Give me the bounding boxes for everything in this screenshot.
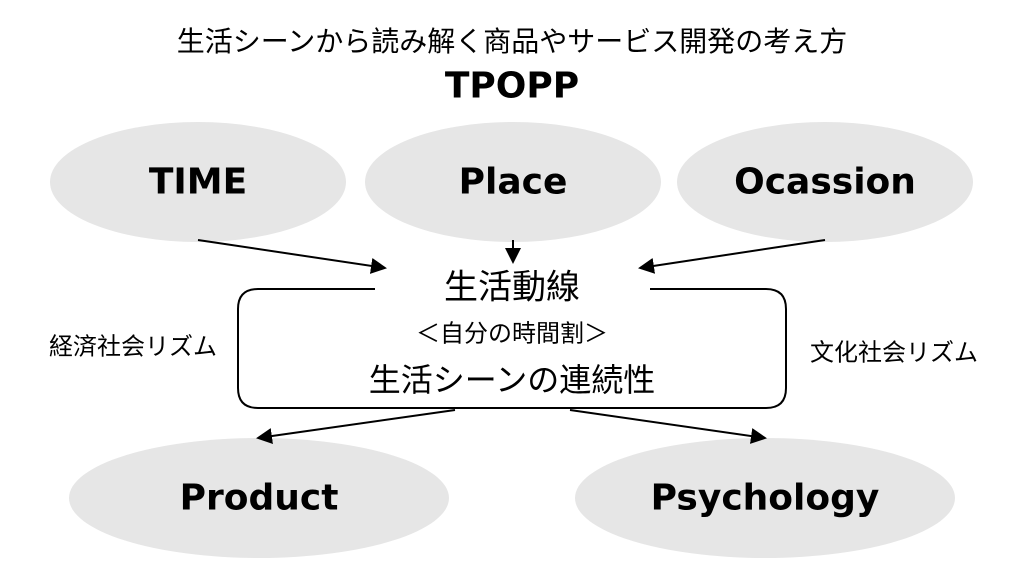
center-heading: 生活動線 [444,267,580,308]
center-frame [237,288,787,409]
arrow-psychology [569,409,767,444]
place-ellipse [365,122,661,242]
arrow-time [197,239,387,274]
product-ellipse [69,438,449,558]
psychology-ellipse [575,438,955,558]
arrow-product [256,409,456,444]
node-time: TIME [148,161,248,203]
node-place: Place [458,161,568,203]
node-occasion: Ocassion [734,161,916,203]
center-main: 生活シーンの連続性 [368,361,656,399]
occasion-ellipse [677,122,973,242]
node-psychology: Psychology [650,477,880,519]
arrow-occasion [638,239,826,274]
time-ellipse [50,122,346,242]
diagram-title: 生活シーンから読み解く商品やサービス開発の考え方 [176,25,848,58]
center-sub: ＜自分の時間割＞ [416,319,608,348]
node-product: Product [179,477,339,519]
left-label: 経済社会リズム [49,332,217,361]
right-label: 文化社会リズム [810,338,978,367]
diagram-subtitle: TPOPP [444,65,580,107]
